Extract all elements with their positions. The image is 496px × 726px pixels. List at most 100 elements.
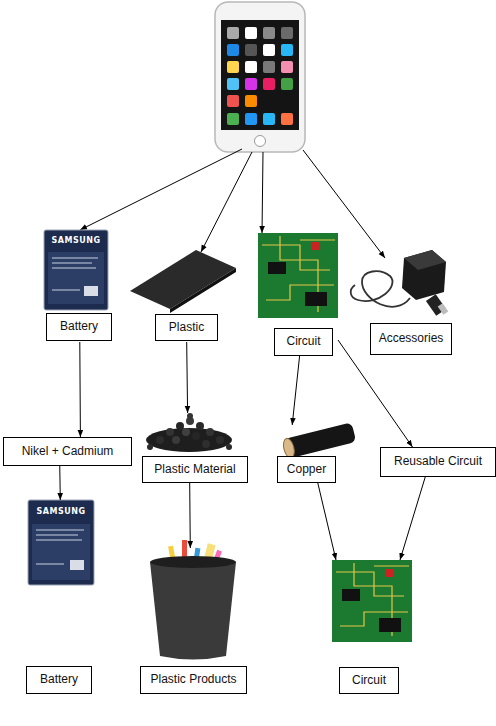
app-icon [263,78,275,90]
flow-arrow [189,483,191,548]
circuit-image [332,560,412,642]
process-box: Copper [277,425,357,483]
battery-print [36,530,84,531]
usb-tip [438,303,449,315]
brand-logo: SAMSUNG [31,507,91,516]
app-icon [245,44,257,56]
node-label: Battery [46,313,112,341]
battery-print [36,540,82,541]
flow-arrow [59,466,61,500]
pellet [216,436,224,444]
charger-top [404,250,446,270]
pellet [192,432,200,440]
app-icon [281,78,293,90]
process-box: Nikel + Cadmium [3,437,132,466]
battery-print [52,258,98,259]
app-icon [281,44,293,56]
pellet [196,422,204,430]
flow-arrow [318,483,336,560]
pellet-pile [146,428,232,452]
app-icon [281,27,293,39]
process-box: Plastic [130,250,235,342]
battery-sticker [32,524,90,580]
process-box: Plastic Products [140,548,247,694]
home-button [255,136,266,147]
node-label: Accessories [370,323,452,355]
process-box: Battery [42,230,112,342]
pen-holder [150,557,236,660]
flow-arrow [79,342,81,437]
app-icon [245,78,257,90]
circuit-chip [379,618,401,632]
flow-arrow [186,342,188,413]
app-icon [245,27,257,39]
process-box: Circuit [258,233,338,356]
app-icon [263,27,275,39]
flow-arrow [400,477,425,560]
node-label: Copper [277,456,336,483]
flow-arrow [292,356,299,425]
flow-arrow [338,340,412,447]
battery-print [52,268,96,269]
pellet [206,428,214,436]
charger-image [402,250,446,300]
process-box: Plastic Material [142,413,248,483]
phone-body [215,2,305,152]
app-icon [227,44,239,56]
plastic-sheet-edge [170,268,236,313]
pen-holder-rim [150,556,236,568]
node-label: Plastic [155,314,218,341]
pellet [166,428,174,436]
circuit-trace [262,236,335,312]
app-icon [245,95,257,107]
pellet [182,428,190,436]
process-box: Circuit [332,560,412,694]
battery-print [84,286,98,296]
app-icon [227,113,239,125]
pellet [176,422,184,430]
circuit-chip [305,292,327,306]
app-icon [263,113,275,125]
battery-image [28,500,94,585]
brand-logo: SAMSUNG [46,236,106,245]
process-box: Accessories [355,248,452,356]
app-icon [281,61,293,73]
node-label: Circuit [274,328,333,356]
leader-arrow [201,152,252,252]
circuit-part [312,242,320,250]
leader-arrow [80,149,242,230]
pellet [202,440,210,448]
app-icon [263,61,275,73]
process-box: Battery [26,500,96,694]
node-label: Nikel + Cadmium [3,437,132,466]
battery-print [70,560,84,570]
node-label: Reusable Circuit [380,447,496,477]
circuit-image [258,233,338,318]
pellet [187,413,193,419]
phone-screen [221,20,299,130]
battery-image [44,230,108,310]
node-label: Plastic Material [142,456,248,483]
app-icon [245,113,257,125]
node-label: Plastic Products [140,666,247,694]
pellet [156,436,164,444]
circuit-chip [342,589,360,601]
node-label: Circuit [339,667,399,694]
battery-print [36,535,78,536]
app-icon [263,44,275,56]
app-icon [245,61,257,73]
node-label: Battery [26,666,92,694]
circuit-trace [336,563,409,636]
app-icon [281,113,293,125]
battery-print [52,290,80,291]
pellet [172,436,180,444]
app-icon [227,27,239,39]
app-icon [227,78,239,90]
battery-sticker [48,252,104,304]
circuit-part [386,569,394,577]
leader-arrow [262,152,263,233]
charger-cable [351,271,410,307]
app-icon [227,61,239,73]
